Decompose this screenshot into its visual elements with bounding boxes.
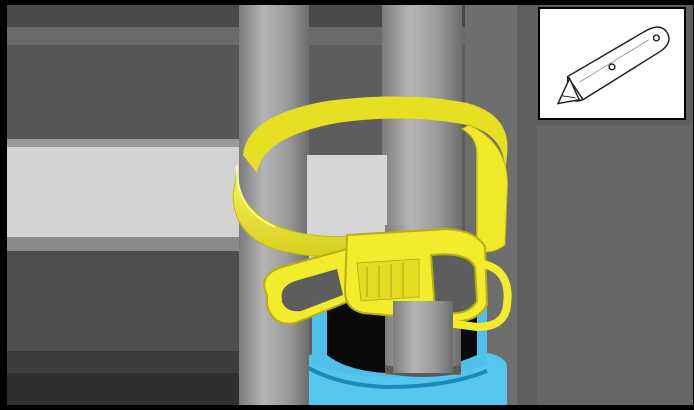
tool-inset-panel [538,7,686,120]
dark-shelf [7,351,247,373]
light-shelf [7,145,247,239]
utility-knife-icon [540,9,684,118]
